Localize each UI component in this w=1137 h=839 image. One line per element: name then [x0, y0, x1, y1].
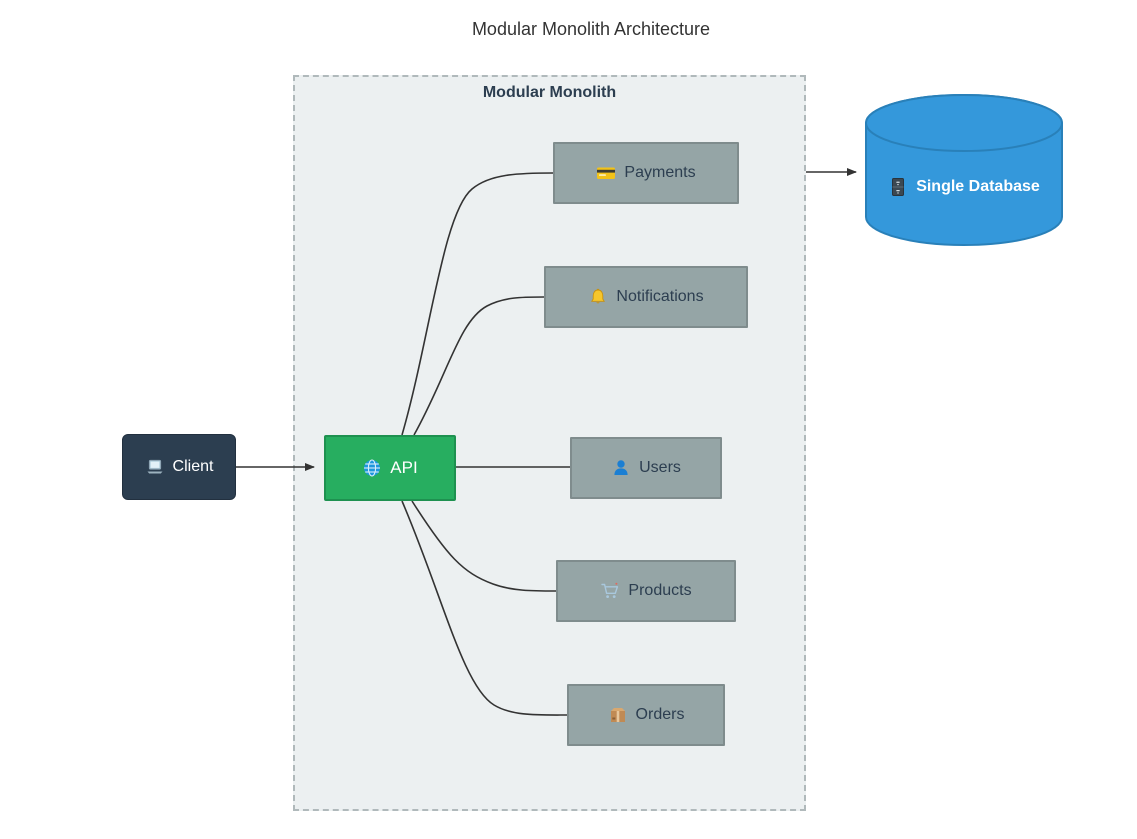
laptop-icon — [145, 457, 165, 477]
node-products-label: Products — [628, 582, 692, 599]
edge-api-orders — [401, 500, 568, 716]
database-cylinder-shape — [865, 94, 1063, 246]
bell-icon — [588, 287, 608, 307]
edge-api-payments — [401, 172, 554, 436]
globe-icon — [362, 458, 382, 478]
credit-card-icon — [596, 163, 616, 183]
node-orders-label: Orders — [635, 706, 685, 723]
node-notifications-label: Notifications — [616, 288, 704, 305]
node-users-label: Users — [639, 459, 681, 476]
diagram-title: Modular Monolith Architecture — [471, 19, 711, 39]
node-users: Users — [570, 437, 722, 499]
node-notifications: Notifications — [544, 266, 748, 328]
shopping-cart-icon — [600, 581, 620, 601]
node-products: Products — [556, 560, 736, 622]
node-orders: Orders — [567, 684, 725, 746]
edge-api-products — [411, 500, 557, 592]
node-payments-label: Payments — [624, 164, 696, 181]
node-payments: Payments — [553, 142, 739, 204]
node-client: Client — [122, 434, 236, 500]
node-api-label: API — [390, 458, 418, 477]
user-icon — [611, 458, 631, 478]
container-label: Modular Monolith — [482, 84, 617, 101]
node-database-label: Single Database — [916, 178, 1040, 195]
node-api: API — [324, 435, 456, 501]
package-icon — [608, 705, 628, 725]
edge-api-notifications — [413, 296, 545, 436]
node-client-label: Client — [172, 458, 214, 475]
file-cabinet-icon — [888, 177, 908, 197]
node-single-database: Single Database — [866, 160, 1062, 214]
